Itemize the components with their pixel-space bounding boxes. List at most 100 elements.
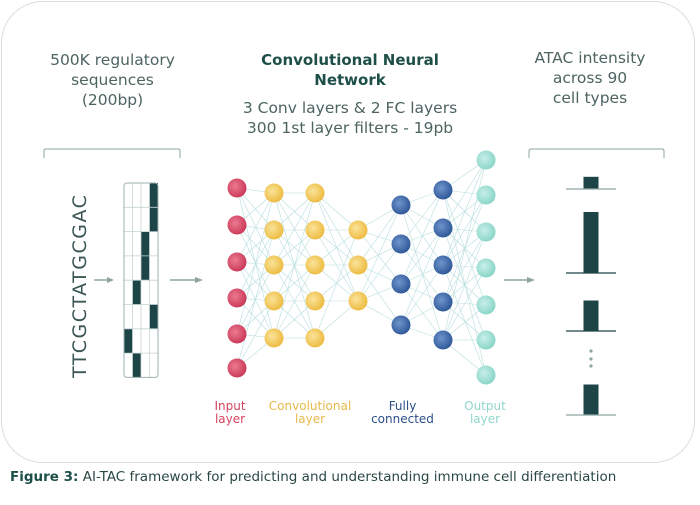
node-conv1 <box>264 183 284 203</box>
node-output <box>476 222 496 242</box>
node-conv3 <box>348 220 368 240</box>
network-edge <box>357 243 402 302</box>
caption-text: AI-TAC framework for predicting and unde… <box>78 469 617 485</box>
network-nodes <box>227 150 496 385</box>
node-fc1 <box>391 234 411 254</box>
node-input <box>227 358 247 378</box>
network-edge <box>314 229 359 339</box>
network-edge <box>314 192 359 302</box>
atac-bar <box>583 300 599 331</box>
node-fc2 <box>433 180 453 200</box>
node-input <box>227 178 247 198</box>
node-input <box>227 288 247 308</box>
ellipsis-dot <box>589 357 593 361</box>
node-fc1 <box>391 274 411 294</box>
network-edge <box>442 301 487 341</box>
network-edge <box>357 229 402 285</box>
legend-fully-connected: Fully connected <box>355 400 450 426</box>
matrix-cell-filled <box>132 280 141 305</box>
matrix-border <box>123 182 159 378</box>
figure-frame <box>1 1 695 463</box>
input-bracket <box>43 148 181 158</box>
legend-label: layer <box>469 412 501 426</box>
network-subtitle-line: 300 1st layer filters - 19pb <box>246 119 454 137</box>
node-conv2 <box>305 291 325 311</box>
network-subtitle-line: 3 Conv layers & 2 FC layers <box>242 99 458 117</box>
node-fc2 <box>433 255 453 275</box>
node-input <box>227 252 247 272</box>
network-edge <box>400 204 444 266</box>
network-edge <box>442 231 487 341</box>
network-edge <box>357 204 402 266</box>
node-fc2 <box>433 218 453 238</box>
network-title: Convolutional Neural Network <box>225 50 475 90</box>
matrix-cell-filled <box>124 328 133 354</box>
caption-label: Figure 3: <box>10 469 79 485</box>
network-edge <box>236 192 275 263</box>
network-edge <box>236 300 275 369</box>
legend-label: connected <box>371 412 434 426</box>
node-conv3 <box>348 291 368 311</box>
input-header: 500K regulatory sequences (200bp) <box>20 50 205 110</box>
legend-label: Input <box>214 399 246 413</box>
atac-bars <box>566 176 616 416</box>
node-fc1 <box>391 195 411 215</box>
input-header-line: sequences <box>71 71 154 89</box>
node-output <box>476 330 496 350</box>
arrow-icon <box>504 277 535 283</box>
node-conv2 <box>305 328 325 348</box>
network-edge <box>400 189 444 245</box>
legend-label: layer <box>214 412 246 426</box>
network-edge <box>400 264 444 326</box>
network-edge <box>236 192 275 335</box>
node-fc1 <box>391 315 411 335</box>
network-edge <box>314 229 359 302</box>
network-edge <box>273 264 316 339</box>
network-edge <box>357 204 402 302</box>
ellipsis-dot <box>589 364 593 368</box>
network-edge <box>357 264 402 326</box>
network-edge <box>442 159 487 229</box>
output-header-line: cell types <box>552 89 628 107</box>
atac-bar <box>583 384 599 415</box>
one-hot-matrix <box>123 182 159 378</box>
node-fc2 <box>433 330 453 350</box>
node-conv1 <box>264 255 284 275</box>
node-output <box>476 150 496 170</box>
ellipsis-dot <box>589 349 593 353</box>
atac-bar <box>583 176 599 189</box>
output-header-line: ATAC intensity <box>534 49 646 67</box>
node-conv2 <box>305 255 325 275</box>
output-header: ATAC intensity across 90 cell types <box>505 48 675 108</box>
dna-sequence: TTCGCTATGCGAC <box>69 194 91 379</box>
input-header-line: (200bp) <box>81 91 144 109</box>
legend-label: Fully <box>388 399 417 413</box>
network-edge <box>442 189 487 233</box>
network-edge <box>442 227 487 341</box>
matrix-cell-filled <box>149 183 158 208</box>
node-output <box>476 295 496 315</box>
network-edge <box>400 227 444 326</box>
network-subtitle: 3 Conv layers & 2 FC layers 300 1st laye… <box>220 98 480 138</box>
network-edge <box>442 267 487 341</box>
network-edge <box>273 192 316 266</box>
legend-label: Convolutional <box>268 399 352 413</box>
matrix-cell-filled <box>132 353 141 378</box>
figure-caption: Figure 3: AI-TAC framework for predictin… <box>10 469 616 485</box>
input-header-line: 500K regulatory <box>50 51 175 69</box>
node-conv1 <box>264 328 284 348</box>
arrow-icon <box>94 277 114 283</box>
matrix-cell-filled <box>141 255 150 281</box>
matrix-cell-filled <box>149 304 158 329</box>
network-edge <box>400 283 444 341</box>
network-edge <box>314 192 359 266</box>
network-edge <box>442 159 487 266</box>
network-edge <box>400 189 444 285</box>
node-input <box>227 324 247 344</box>
legend-label: Output <box>464 399 506 413</box>
node-conv1 <box>264 291 284 311</box>
legend-label: layer <box>294 412 326 426</box>
matrix-cell-filled <box>149 207 158 232</box>
network-title-line: Convolutional Neural <box>261 51 439 69</box>
